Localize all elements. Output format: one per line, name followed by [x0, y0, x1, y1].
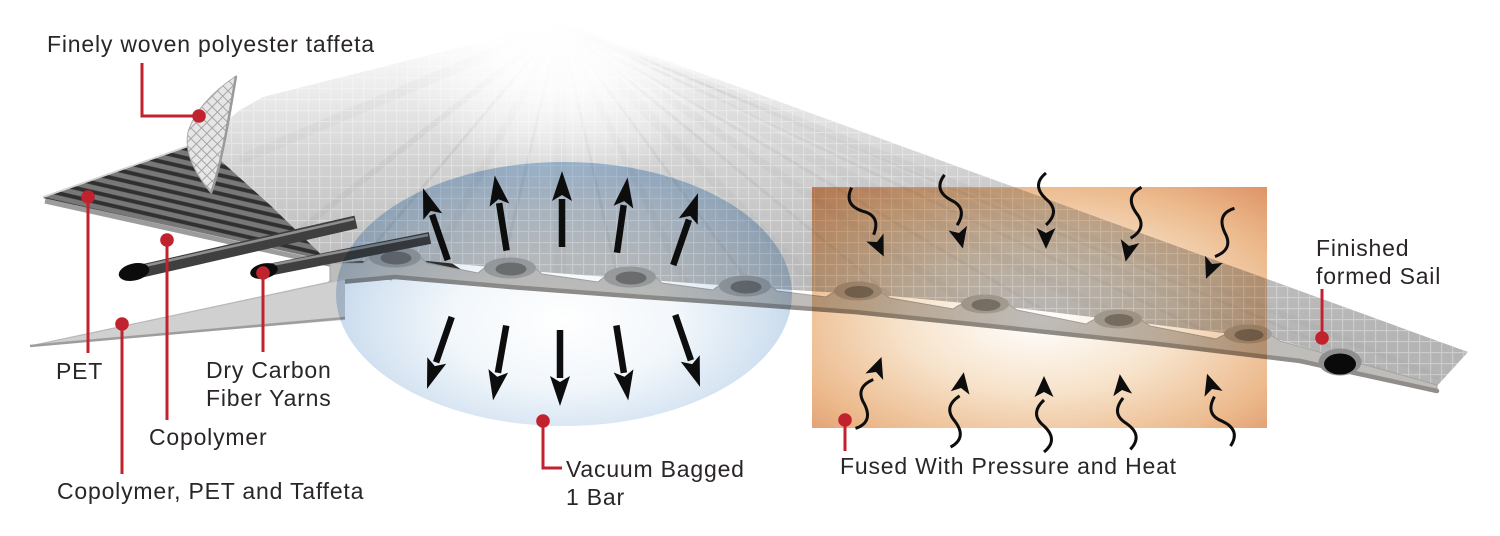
leader-dots — [81, 109, 1329, 428]
label-pet: PET — [56, 357, 103, 385]
label-base-layers-text: Copolymer, PET and Taffeta — [57, 478, 365, 504]
taffeta-curl — [186, 74, 238, 194]
label-taffeta: Finely woven polyester taffeta — [47, 30, 375, 58]
label-vacuum-line1: Vacuum Bagged — [566, 456, 745, 482]
label-vacuum: Vacuum Bagged 1 Bar — [566, 455, 745, 511]
label-copolymer-text: Copolymer — [149, 424, 268, 450]
label-finished: Finished formed Sail — [1316, 234, 1441, 290]
label-copolymer: Copolymer — [149, 423, 267, 451]
label-fused: Fused With Pressure and Heat — [840, 452, 1177, 480]
label-dry-carbon-line1: Dry Carbon — [206, 357, 332, 383]
label-pet-text: PET — [56, 358, 104, 384]
leader-vacuum — [541, 422, 562, 470]
label-finished-line1: Finished — [1316, 235, 1410, 261]
label-vacuum-line2: 1 Bar — [566, 484, 625, 510]
label-finished-line2: formed Sail — [1316, 263, 1442, 289]
label-base-layers: Copolymer, PET and Taffeta — [57, 477, 364, 505]
label-fused-text: Fused With Pressure and Heat — [840, 453, 1177, 479]
vacuum-zone — [336, 162, 792, 426]
label-dry-carbon-line2: Fiber Yarns — [206, 385, 332, 411]
label-taffeta-text: Finely woven polyester taffeta — [47, 31, 375, 57]
copolymer-sheet — [29, 278, 346, 348]
label-dry-carbon: Dry Carbon Fiber Yarns — [206, 356, 332, 412]
finished-yarn-core — [1324, 353, 1356, 375]
leader-taffeta — [140, 63, 193, 118]
leader-lines — [86, 63, 1324, 474]
